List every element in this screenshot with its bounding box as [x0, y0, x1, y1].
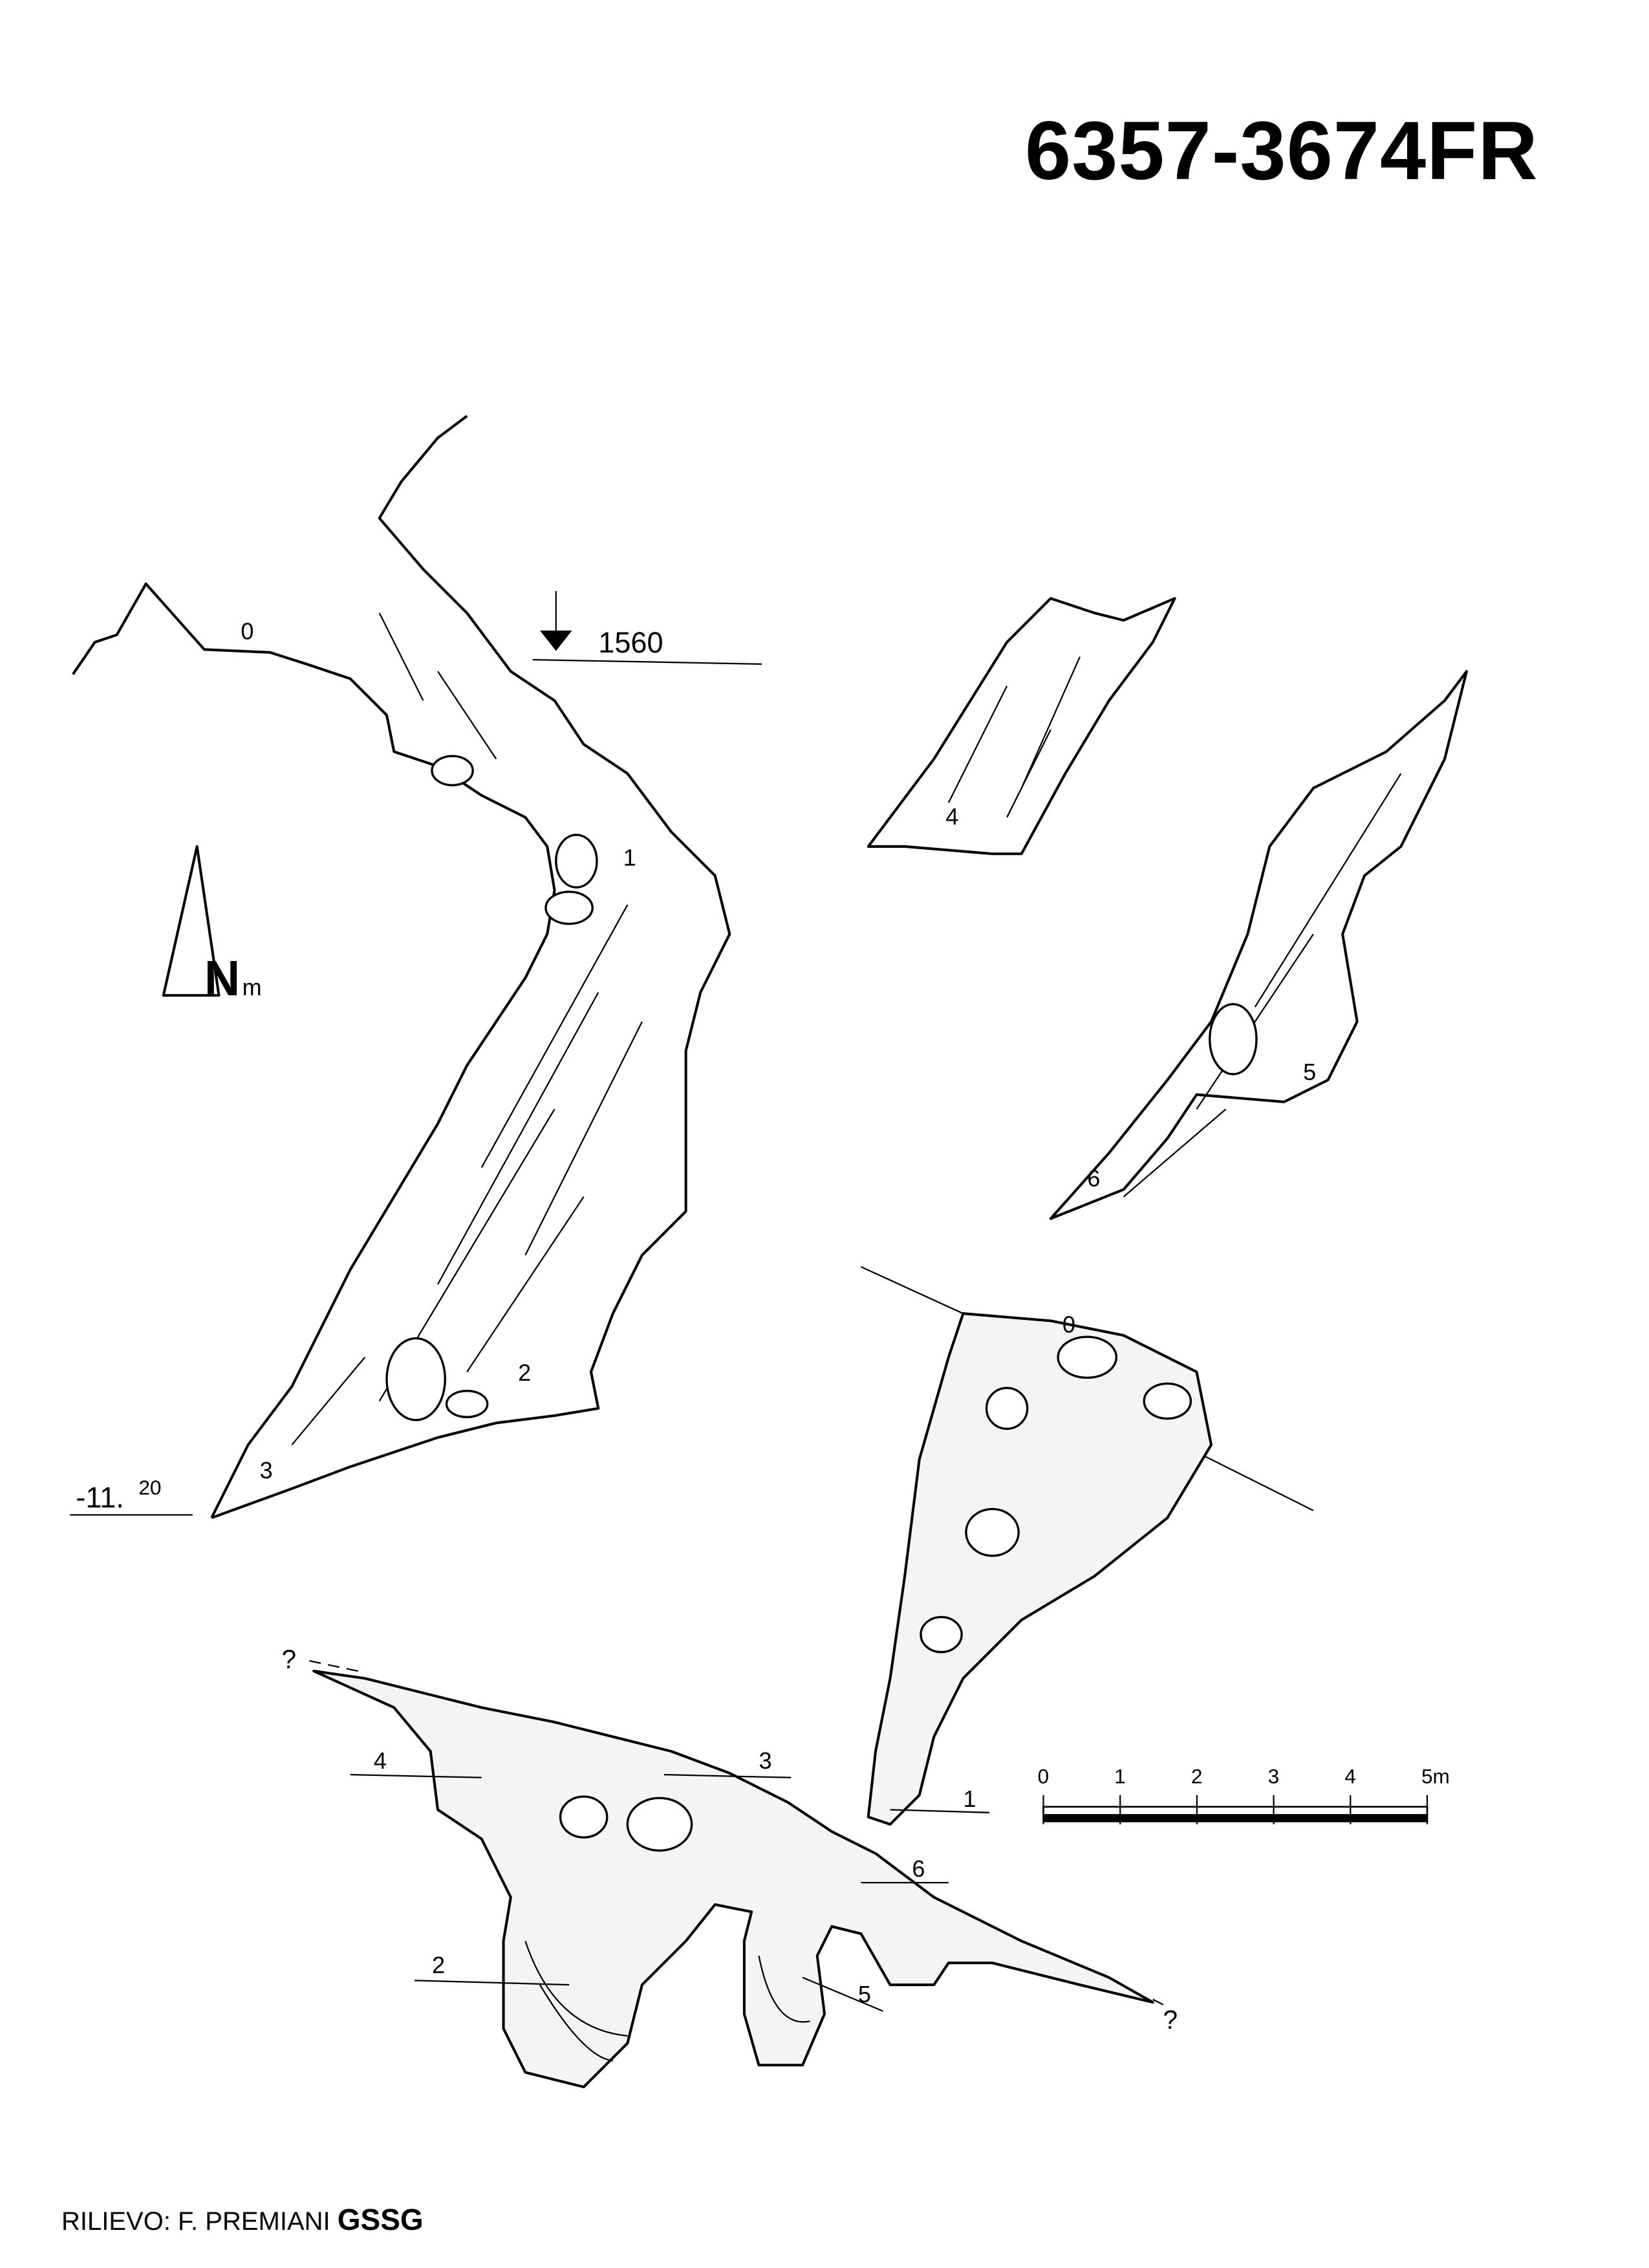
elevation-top-label: 1560 — [598, 626, 663, 659]
scale-tick-label: 0 — [1037, 1765, 1049, 1788]
credit-group: GSSG — [337, 2203, 424, 2236]
station-label: 1 — [623, 844, 636, 870]
station-label: 2 — [518, 1359, 531, 1386]
plan-station-label: 1 — [963, 1786, 976, 1812]
credit-label: RILIEVO: F. PREMIANI — [61, 2207, 330, 2236]
cave-plan: 0 1 2 3 4 5 6 ? ? — [282, 1266, 1314, 2089]
cadastre-number: 6357-3674FR — [1025, 105, 1538, 197]
plan-station-label: 0 — [1062, 1311, 1075, 1337]
north-arrow-icon: N m — [162, 845, 262, 1006]
station-label: 5 — [1303, 1059, 1316, 1085]
plan-station-label: 5 — [858, 1981, 871, 2007]
scale-tick-label: 3 — [1268, 1765, 1280, 1788]
right-section: 5 6 — [1049, 670, 1468, 1220]
scale-bar: 0 1 2 3 4 5m — [1037, 1765, 1450, 1824]
main-section: 1560 -11. 20 0 1 2 3 — [70, 415, 762, 1519]
scale-tick-label: 2 — [1191, 1765, 1203, 1788]
main-section-right-wall — [211, 415, 731, 1519]
scale-tick-label: 5m — [1421, 1765, 1450, 1788]
station-label: 0 — [241, 618, 253, 645]
plan-station-label: 6 — [912, 1855, 925, 1882]
station-label: 3 — [260, 1457, 273, 1484]
survey-credit: RILIEVO: F. PREMIANI GSSG — [61, 2202, 424, 2237]
plan-boulders — [559, 1335, 1192, 1852]
elevation-bottom-sup: 20 — [138, 1476, 161, 1499]
main-section-boulders — [385, 755, 598, 1421]
main-section-left-wall — [72, 582, 556, 1518]
unknown-continuation-mark: ? — [1163, 2005, 1178, 2035]
station-leader-lines — [350, 1774, 990, 2012]
unknown-continuation-mark: ? — [282, 1644, 297, 1674]
elevation-1560-line — [532, 658, 762, 665]
main-section-fissure-lines — [291, 612, 643, 1445]
upper-section: 4 — [867, 597, 1176, 856]
north-letter: N — [204, 951, 240, 1006]
station-label: 6 — [1087, 1165, 1100, 1192]
plan-station-label: 4 — [374, 1747, 387, 1774]
plan-station-label: 2 — [432, 1952, 445, 1978]
station-label: 4 — [945, 803, 958, 830]
scale-tick-label: 4 — [1344, 1765, 1356, 1788]
datum-triangle-icon — [539, 630, 572, 651]
elevation-bottom-label: -11. — [76, 1481, 124, 1514]
plan-station-label: 3 — [759, 1747, 771, 1774]
scale-tick-label: 1 — [1114, 1765, 1126, 1788]
north-suffix: m — [242, 974, 262, 1000]
